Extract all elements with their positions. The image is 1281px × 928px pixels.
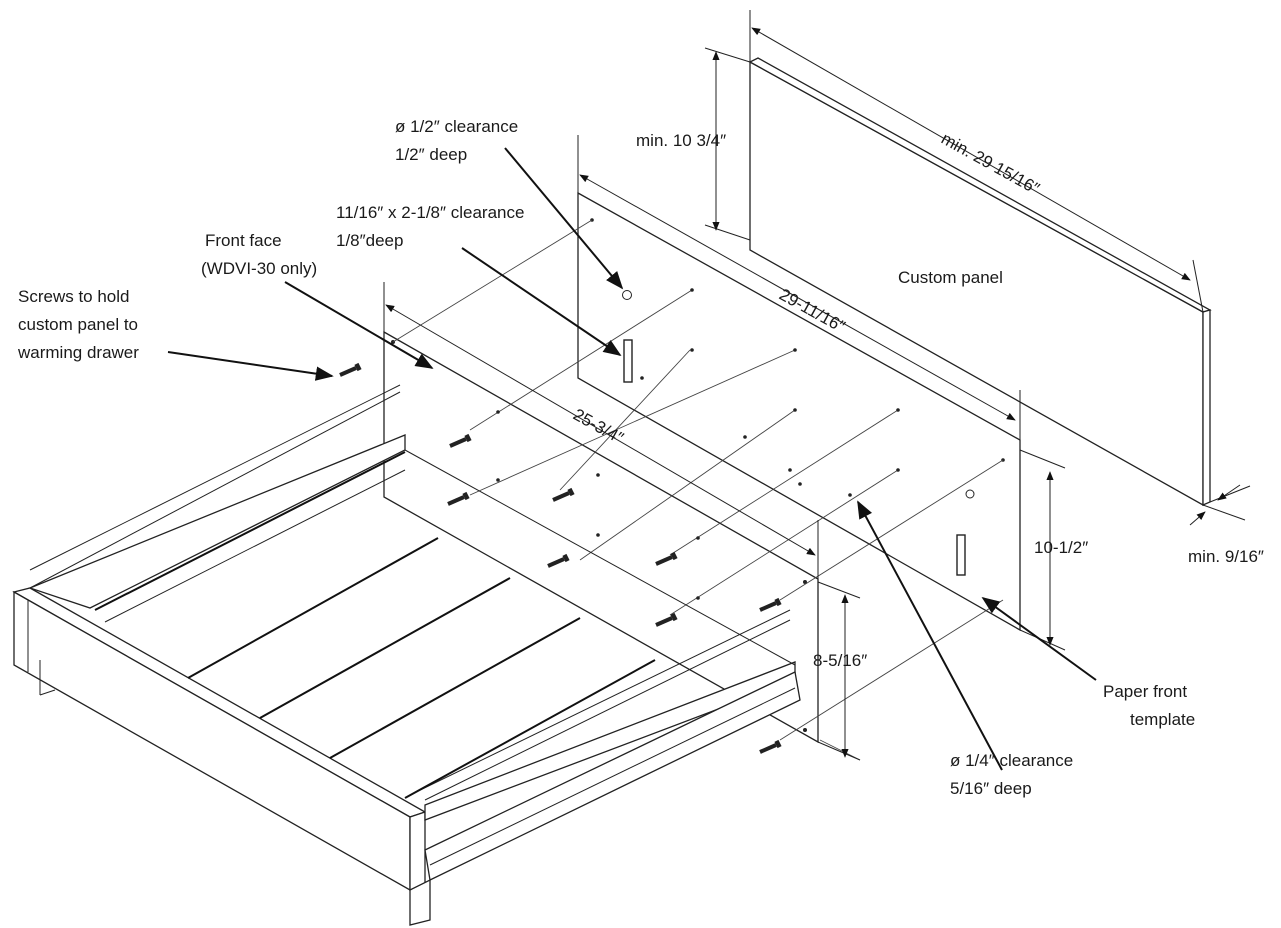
leader-arrows — [167, 147, 1097, 771]
custom-panel-label: Custom panel — [898, 268, 1003, 287]
panel-height-dim: min. 10 3/4″ — [636, 131, 726, 150]
front-face-label-line1: Front face — [205, 231, 282, 250]
screws-label-line1: Screws to hold — [18, 287, 130, 306]
clearance-slot-label-line2: 1/8″deep — [336, 231, 403, 250]
screw-icon — [339, 362, 362, 377]
clearance-quarter-label-line2: 5/16″ deep — [950, 779, 1032, 798]
front-height-dim: 8-5/16″ — [813, 651, 867, 670]
screw-icon — [547, 553, 570, 568]
clearance-slot-label-line1: 11/16″ x 2-1/8″ clearance — [336, 203, 524, 222]
warming-drawer — [12, 384, 801, 926]
screw-icon — [655, 612, 678, 627]
panel-thickness-dim: min. 9/16″ — [1188, 547, 1264, 566]
screws-label-line3: warming drawer — [17, 343, 139, 362]
paper-template-label-line1: Paper front — [1103, 682, 1187, 701]
front-width-dim: 25-3/4″ — [570, 405, 627, 448]
paper-template-label-line2: template — [1130, 710, 1195, 729]
front-face-label-line2: (WDVI-30 only) — [201, 259, 317, 278]
labels: ø 1/2″ clearance 1/2″ deep 11/16″ x 2-1/… — [17, 117, 1195, 798]
dimension-lines — [383, 10, 1251, 761]
clearance-half-label-line1: ø 1/2″ clearance — [395, 117, 518, 136]
screw-icon — [759, 597, 782, 612]
template-height-dim: 10-1/2″ — [1034, 538, 1088, 557]
screws-label-line2: custom panel to — [18, 315, 138, 334]
clearance-quarter-label-line1: ø 1/4″ clearance — [950, 751, 1073, 770]
clearance-half-label-line2: 1/2″ deep — [395, 145, 467, 164]
screw-icon — [759, 739, 782, 754]
